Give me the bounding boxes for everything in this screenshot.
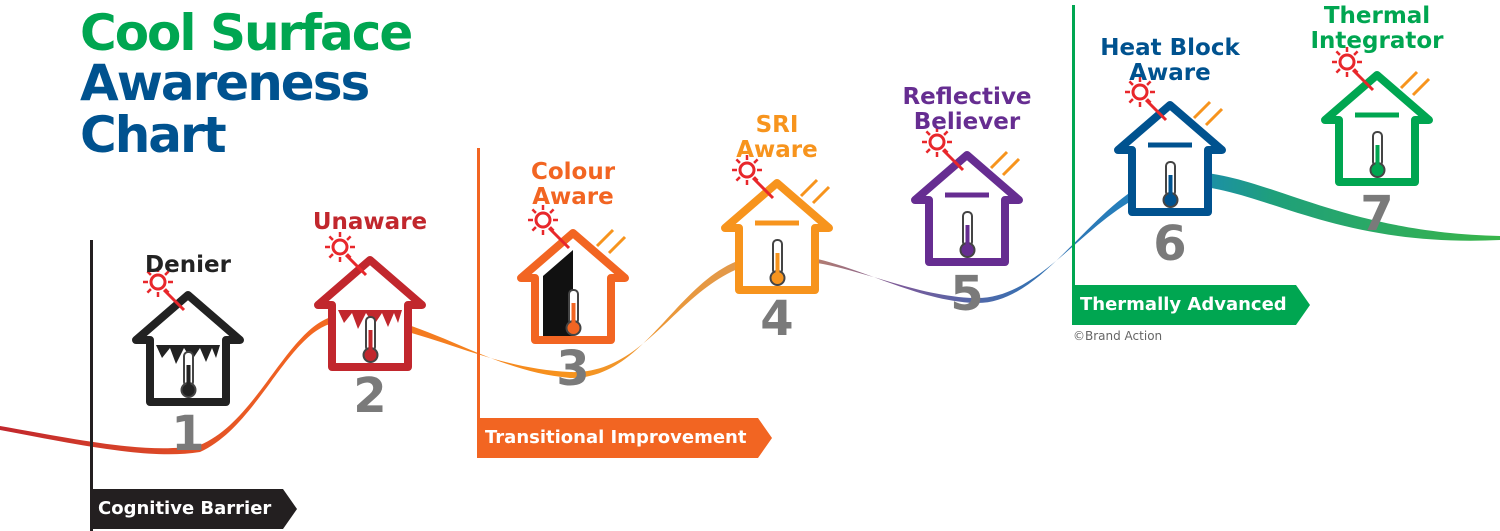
phase-thermally-advanced: Thermally Advanced xyxy=(1072,285,1310,325)
copyright: ©Brand Action xyxy=(1073,329,1163,343)
stage-number-3: 3 xyxy=(556,341,590,397)
thermally-advanced-line xyxy=(1072,5,1075,325)
sun-icon xyxy=(1125,77,1168,122)
stage-label-line2: Aware xyxy=(736,137,818,163)
transitional-improvement-line xyxy=(477,148,480,458)
reflect-arrow-icon xyxy=(1399,70,1419,90)
reflect-arrow-icon xyxy=(811,185,831,205)
sun-icon xyxy=(143,267,186,312)
stage-label-line1: Heat Block xyxy=(1100,35,1240,61)
title-line-2: Awareness xyxy=(80,54,370,112)
reflect-arrow-icon xyxy=(1001,157,1021,177)
reflect-arrow-icon xyxy=(1411,77,1431,97)
reflect-arrow-icon xyxy=(989,150,1009,170)
sun-icon xyxy=(922,127,965,172)
house-icon xyxy=(314,232,426,371)
sun-icon xyxy=(325,232,368,277)
stage-label-line2: Believer xyxy=(913,109,1021,135)
stage-number-7: 7 xyxy=(1360,186,1394,242)
stage-number-6: 6 xyxy=(1153,216,1187,272)
reflect-arrow-icon xyxy=(1192,100,1212,120)
stage-label-line1: Unaware xyxy=(312,209,428,235)
cognitive-barrier-line xyxy=(90,240,93,531)
title-line-1: Cool Surface xyxy=(80,4,413,62)
house-icon xyxy=(1114,77,1226,216)
house-icon xyxy=(517,205,629,344)
stage-label-line1: SRI xyxy=(755,112,799,138)
phase-transitional-improvement: Transitional Improvement xyxy=(477,418,772,458)
stage-number-4: 4 xyxy=(760,291,794,347)
house-icon xyxy=(1321,47,1433,186)
stage-label-1: Denier xyxy=(145,253,231,278)
stage-number-2: 2 xyxy=(353,368,387,424)
sun-icon xyxy=(1332,47,1375,92)
reflect-arrow-icon xyxy=(1204,107,1224,127)
stage-label-line1: Denier xyxy=(145,252,231,278)
house-icon xyxy=(132,267,244,406)
stage-label-line1: Thermal xyxy=(1323,3,1431,29)
stage-number-1: 1 xyxy=(171,406,205,462)
sun-icon xyxy=(732,155,775,200)
stage-label-line1: Colour xyxy=(530,159,616,185)
sun-icon xyxy=(528,205,571,250)
stage-label-line2: Aware xyxy=(532,184,614,210)
title-line-3: Chart xyxy=(80,106,227,164)
stage-label-line2: Integrator xyxy=(1310,28,1444,54)
stage-label-line2: Aware xyxy=(1129,60,1211,86)
reflect-arrow-icon xyxy=(799,178,819,198)
phase-cognitive-barrier: Cognitive Barrier xyxy=(90,489,297,529)
stage-label-line1: Reflective xyxy=(902,84,1032,110)
reflect-arrow-icon xyxy=(595,228,615,248)
stage-label-2: Unaware xyxy=(313,210,427,235)
house-icon xyxy=(721,155,833,294)
reflect-arrow-icon xyxy=(607,235,627,255)
house-icon xyxy=(911,127,1023,266)
stage-number-5: 5 xyxy=(950,266,984,322)
